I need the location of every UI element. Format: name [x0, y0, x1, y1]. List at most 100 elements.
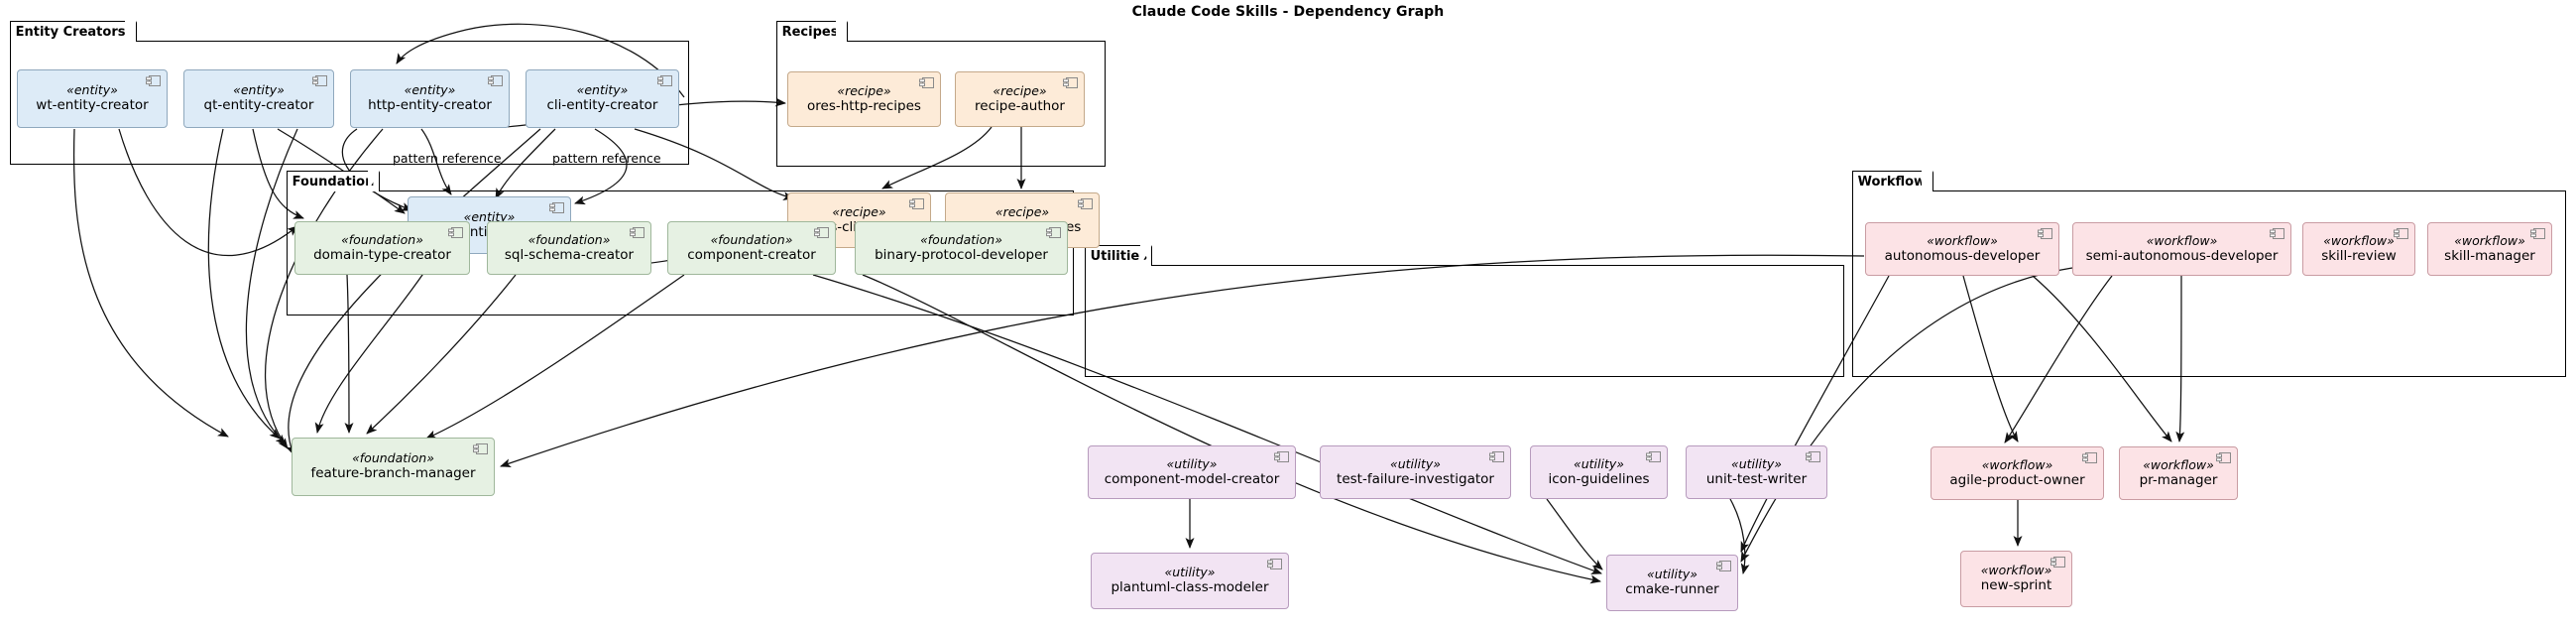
component-icon — [448, 227, 463, 238]
component-icon — [549, 202, 564, 213]
package-workflow-label: Workflow — [1857, 174, 1927, 189]
node-stereotype: «entity» — [463, 208, 516, 224]
node-plantuml-class-modeler[interactable]: «utility» plantuml-class-modeler — [1091, 553, 1289, 609]
node-stereotype: «workflow» — [1980, 563, 2052, 578]
node-label: autonomous-developer — [1884, 247, 2041, 264]
component-icon — [2216, 452, 2231, 463]
node-stereotype: «foundation» — [352, 450, 434, 466]
node-stereotype: «recipe» — [993, 82, 1047, 98]
page-title: Claude Code Skills - Dependency Graph — [1131, 4, 1445, 20]
node-stereotype: «entity» — [233, 82, 285, 98]
node-cmake-runner[interactable]: «utility» cmake-runner — [1606, 555, 1738, 611]
component-icon — [146, 75, 161, 86]
node-skill-manager[interactable]: «workflow» skill-manager — [2427, 222, 2552, 276]
component-icon — [630, 227, 644, 238]
node-label: test-failure-investigator — [1337, 470, 1494, 487]
component-icon — [909, 198, 924, 209]
node-icon-guidelines[interactable]: «utility» icon-guidelines — [1530, 445, 1668, 499]
edge-wt-to-featurebranch — [72, 128, 229, 438]
node-recipe-author[interactable]: «recipe» recipe-author — [955, 71, 1085, 127]
node-agile-product-owner[interactable]: «workflow» agile-product-owner — [1931, 446, 2104, 500]
node-label: feature-branch-manager — [310, 465, 476, 482]
node-stereotype: «workflow» — [1981, 456, 2053, 472]
package-recipes: Recipes — [775, 21, 1106, 167]
node-http-entity-creator[interactable]: «entity» http-entity-creator — [350, 69, 510, 128]
node-stereotype: «entity» — [66, 82, 118, 98]
component-icon — [1806, 451, 1820, 462]
component-icon — [1274, 451, 1289, 462]
package-entity-creators-label: Entity Creators — [15, 24, 126, 40]
node-stereotype: «utility» — [1647, 567, 1698, 582]
component-icon — [2394, 228, 2408, 239]
node-label: skill-manager — [2444, 247, 2535, 264]
component-icon — [312, 75, 327, 86]
node-autonomous-developer[interactable]: «workflow» autonomous-developer — [1865, 222, 2059, 276]
node-stereotype: «entity» — [576, 82, 629, 98]
package-entity-creators: Entity Creators — [9, 21, 689, 165]
node-stereotype: «utility» — [1574, 455, 1624, 471]
package-recipes-label: Recipes — [781, 24, 839, 40]
node-label: recipe-author — [975, 97, 1065, 114]
node-new-sprint[interactable]: «workflow» new-sprint — [1960, 551, 2072, 607]
component-icon — [919, 77, 934, 88]
node-component-creator[interactable]: «foundation» component-creator — [667, 221, 836, 275]
node-semi-autonomous-developer[interactable]: «workflow» semi-autonomous-developer — [2072, 222, 2291, 276]
component-icon — [473, 443, 488, 454]
component-icon — [2270, 228, 2284, 239]
node-stereotype: «foundation» — [710, 231, 793, 247]
package-utilities-tab: Utilities — [1084, 245, 1152, 266]
component-icon — [2050, 557, 2065, 568]
component-icon — [657, 75, 672, 86]
node-label: cmake-runner — [1625, 581, 1719, 598]
package-workflow: Workflow — [1851, 171, 2566, 377]
node-wt-entity-creator[interactable]: «entity» wt-entity-creator — [17, 69, 168, 128]
node-sql-schema-creator[interactable]: «foundation» sql-schema-creator — [487, 221, 651, 275]
package-foundation: Foundation — [286, 171, 1074, 316]
node-ores-http-recipes[interactable]: «recipe» ores-http-recipes — [787, 71, 941, 127]
node-cli-entity-creator[interactable]: «entity» cli-entity-creator — [526, 69, 679, 128]
node-label: agile-product-owner — [1949, 471, 2085, 488]
node-label: sql-schema-creator — [504, 246, 635, 263]
node-stereotype: «workflow» — [2143, 456, 2214, 472]
node-stereotype: «workflow» — [2146, 232, 2218, 248]
node-label: binary-protocol-developer — [875, 246, 1048, 263]
package-utilities-label: Utilities — [1090, 248, 1147, 264]
node-stereotype: «recipe» — [832, 203, 886, 219]
node-component-model-creator[interactable]: «utility» component-model-creator — [1088, 445, 1296, 499]
node-skill-review[interactable]: «workflow» skill-review — [2302, 222, 2415, 276]
node-label: skill-review — [2321, 247, 2397, 264]
node-label: qt-entity-creator — [203, 97, 314, 114]
node-stereotype: «foundation» — [341, 231, 423, 247]
component-icon — [488, 75, 503, 86]
package-recipes-tab: Recipes — [775, 21, 848, 42]
node-stereotype: «utility» — [1390, 455, 1441, 471]
node-label: unit-test-writer — [1705, 470, 1808, 487]
component-icon — [1489, 451, 1504, 462]
package-foundation-tab: Foundation — [286, 171, 380, 191]
component-icon — [1646, 451, 1661, 462]
component-icon — [1716, 561, 1731, 571]
node-qt-entity-creator[interactable]: «entity» qt-entity-creator — [183, 69, 334, 128]
node-label: cli-entity-creator — [546, 97, 658, 114]
node-pr-manager[interactable]: «workflow» pr-manager — [2119, 446, 2238, 500]
node-test-failure-investigator[interactable]: «utility» test-failure-investigator — [1320, 445, 1511, 499]
node-feature-branch-manager[interactable]: «foundation» feature-branch-manager — [292, 438, 495, 496]
edge-qt-to-featurebranch — [207, 128, 281, 440]
node-domain-type-creator[interactable]: «foundation» domain-type-creator — [294, 221, 470, 275]
node-stereotype: «foundation» — [920, 231, 1002, 247]
node-stereotype: «recipe» — [837, 82, 891, 98]
node-stereotype: «foundation» — [527, 231, 611, 247]
node-binary-protocol-developer[interactable]: «foundation» binary-protocol-developer — [855, 221, 1068, 275]
package-entity-creators-tab: Entity Creators — [9, 21, 137, 42]
package-foundation-label: Foundation — [292, 174, 375, 189]
package-workflow-tab: Workflow — [1851, 171, 1933, 191]
package-utilities: Utilities — [1084, 245, 1844, 377]
node-label: component-creator — [687, 246, 816, 263]
node-stereotype: «workflow» — [2323, 232, 2395, 248]
node-unit-test-writer[interactable]: «utility» unit-test-writer — [1686, 445, 1827, 499]
node-label: domain-type-creator — [313, 246, 451, 263]
edge-label-pattern-reference-1: pattern reference — [393, 151, 502, 166]
node-stereotype: «utility» — [1731, 455, 1782, 471]
node-stereotype: «utility» — [1164, 565, 1216, 580]
edge-icon-to-cmake — [1546, 498, 1603, 570]
